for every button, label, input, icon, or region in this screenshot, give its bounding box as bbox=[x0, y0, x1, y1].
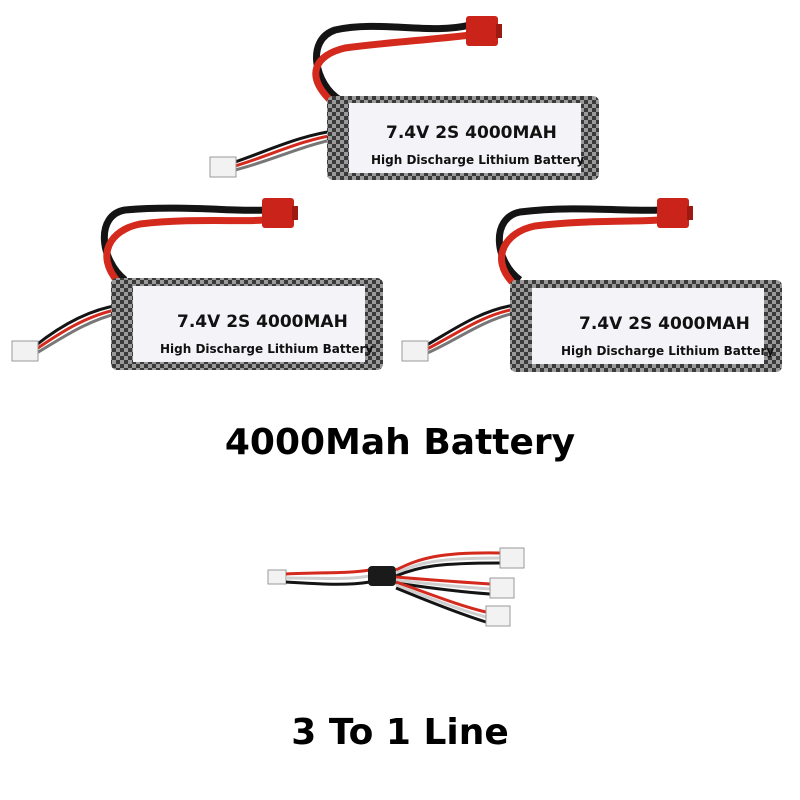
cable-input-plug bbox=[267, 569, 287, 585]
balance-plug-right bbox=[401, 340, 429, 362]
battery-label-main: 7.4V 2S 4000MAH bbox=[579, 314, 750, 334]
t-connector-top bbox=[466, 16, 498, 46]
battery-label-main: 7.4V 2S 4000MAH bbox=[177, 312, 348, 332]
t-connector-right bbox=[657, 198, 689, 228]
battery-label-main: 7.4V 2S 4000MAH bbox=[386, 123, 557, 143]
cable-output-plug-2 bbox=[489, 577, 515, 599]
cable-output-plug-1 bbox=[499, 547, 525, 569]
battery-caption: 4000Mah Battery bbox=[224, 422, 576, 463]
cable-output-plug-3 bbox=[485, 605, 511, 627]
battery-label-sub: High Discharge Lithium Battery bbox=[371, 153, 585, 167]
cable-caption: 3 To 1 Line bbox=[291, 712, 509, 753]
battery-label-sub: High Discharge Lithium Battery bbox=[160, 342, 374, 356]
t-connector-left bbox=[262, 198, 294, 228]
balance-plug-left bbox=[11, 340, 39, 362]
balance-plug-top bbox=[209, 156, 237, 178]
battery-label-sub: High Discharge Lithium Battery bbox=[561, 344, 775, 358]
